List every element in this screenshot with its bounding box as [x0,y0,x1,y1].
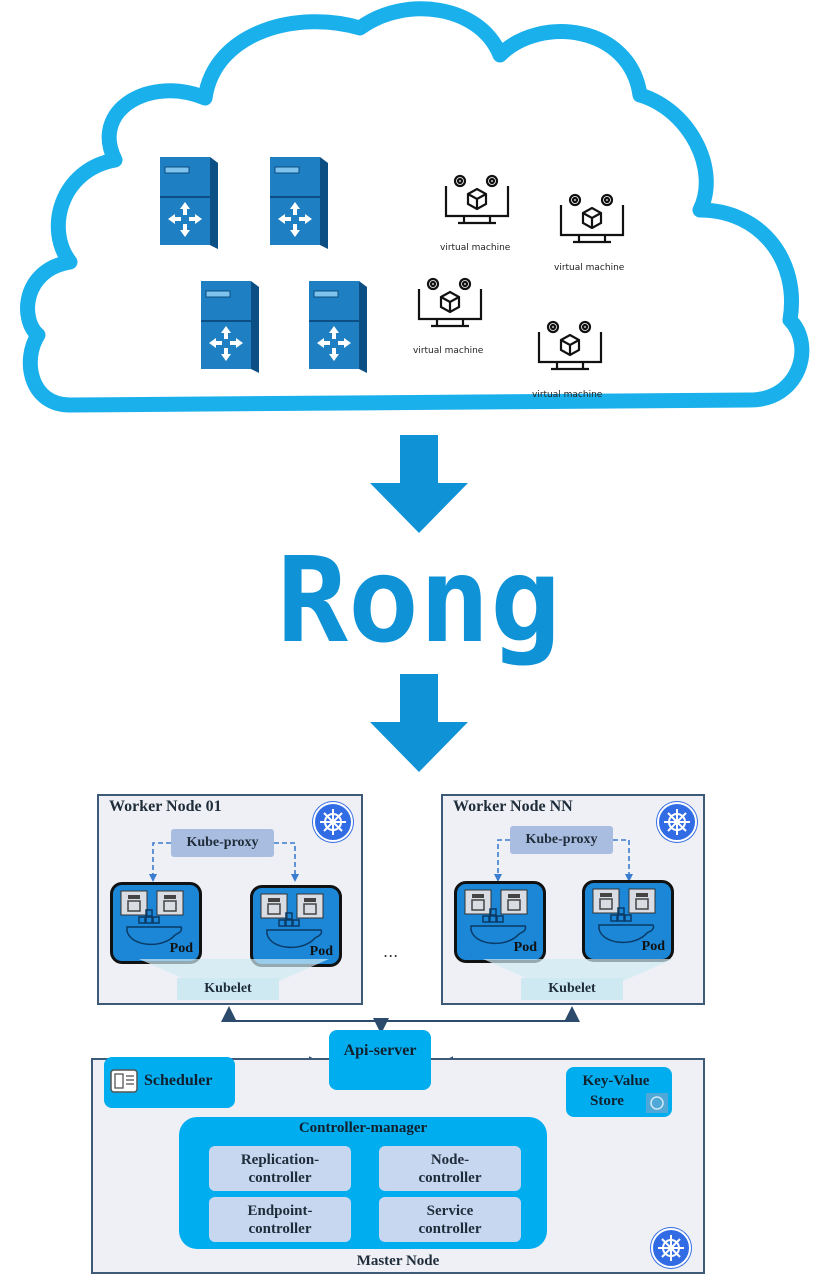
pod-label: Pod [169,941,193,956]
service-controller: Service controller [379,1197,521,1242]
brand-title: Rong [276,531,562,669]
router-server-icon [270,157,328,249]
router-server-icon [201,281,259,373]
scheduler: Scheduler [104,1057,235,1108]
docker-whale-icon [464,889,528,945]
node-controller-line2: controller [418,1169,482,1186]
virtual-machine-icon [559,193,625,244]
kubernetes-icon [651,1228,691,1268]
kubelet: Kubelet [177,978,279,1000]
kv-store-line1: Key-Value [582,1073,650,1089]
etcd-icon [646,1093,668,1113]
kv-store-line2: Store [590,1093,624,1109]
replication-controller-line1: Replication- [240,1151,320,1168]
worker-node-nn: Worker Node NN Kube-proxy Pod [441,794,705,1005]
kubelet-glow [139,959,329,981]
vm-label: virtual machine [440,243,511,253]
scheduler-icon [110,1069,138,1093]
api-server-label: Api-server [343,1042,417,1059]
vm-label: virtual machine [532,390,603,400]
service-controller-line2: controller [418,1220,482,1237]
service-controller-line1: Service [426,1202,474,1219]
kube-proxy: Kube-proxy [510,826,613,854]
replication-controller-line2: controller [248,1169,312,1186]
worker-node-title: Worker Node 01 [109,798,222,815]
kubernetes-icon [313,802,353,842]
api-server: Api-server [329,1030,431,1090]
pod: Pod [582,880,674,962]
pod: Pod [110,882,202,964]
node-controller-line1: Node- [430,1151,470,1168]
worker-node-01: Worker Node 01 Kube-proxy Pod [97,794,363,1005]
kube-proxy: Kube-proxy [171,829,274,857]
node-controller: Node- controller [379,1146,521,1191]
controller-manager-title: Controller-manager [298,1120,428,1136]
pod: Pod [250,885,342,967]
virtual-machine-icon [537,320,603,371]
docker-whale-icon [260,893,324,949]
vm-label: virtual machine [413,346,484,356]
vm-label: virtual machine [554,263,625,273]
endpoint-controller-line2: controller [248,1220,312,1237]
key-value-store: Key-Value Store [566,1067,672,1117]
pod-label: Pod [641,939,665,954]
down-arrow-icon [370,435,468,533]
proxy-links [149,842,299,882]
pod: Pod [454,881,546,963]
router-server-icon [309,281,367,373]
worker-node-title: Worker Node NN [453,798,573,815]
kubelet-glow [483,959,673,981]
scheduler-label: Scheduler [144,1072,213,1089]
ellipsis: ... [383,942,399,961]
pod-label: Pod [513,940,537,955]
controller-manager: Controller-manager Replication- controll… [179,1117,547,1249]
virtual-machine-icon [417,277,483,328]
kubernetes-icon [657,802,697,842]
kubelet: Kubelet [521,978,623,1000]
docker-whale-icon [120,890,184,946]
router-server-icon [160,157,218,249]
docker-whale-icon [592,888,656,944]
master-node-label: Master Node [356,1253,440,1269]
proxy-links [494,839,633,882]
replication-controller: Replication- controller [209,1146,351,1191]
down-arrow-icon [370,674,468,772]
pod-label: Pod [309,944,333,959]
virtual-machine-icon [444,174,510,225]
endpoint-controller-line1: Endpoint- [247,1202,313,1219]
cloud-shape [20,1,810,413]
endpoint-controller: Endpoint- controller [209,1197,351,1242]
